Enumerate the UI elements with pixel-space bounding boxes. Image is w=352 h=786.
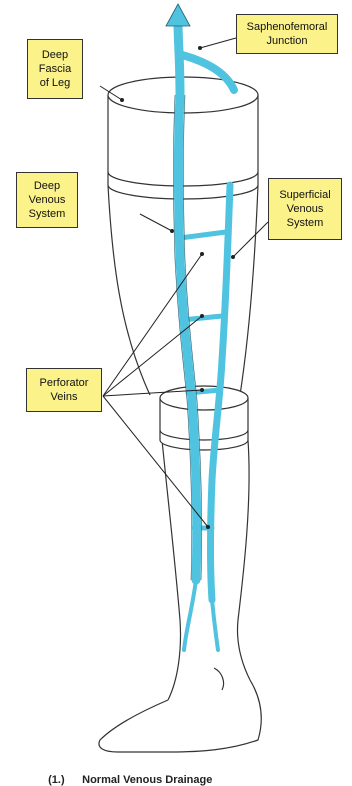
caption-text: Normal Venous Drainage — [82, 774, 212, 786]
saphenous-trunk — [178, 22, 180, 95]
label-saphenofemoral-junction: Saphenofemoral Junction — [236, 14, 338, 54]
label-deep-venous-system: Deep Venous System — [16, 172, 78, 228]
caption-number: (1.) — [48, 774, 82, 786]
perforator-rung — [180, 232, 226, 238]
label-superficial-venous-system: Superficial Venous System — [268, 178, 342, 240]
label-deep-fascia: Deep Fascia of Leg — [27, 39, 83, 99]
knee-fascia-cylinder — [160, 386, 248, 450]
figure-caption: (1.)Normal Venous Drainage — [42, 762, 212, 786]
label-perforator-veins: Perforator Veins — [26, 368, 102, 412]
lower-branch — [184, 580, 196, 650]
upward-arrow — [166, 4, 190, 26]
lower-branch — [212, 600, 218, 650]
